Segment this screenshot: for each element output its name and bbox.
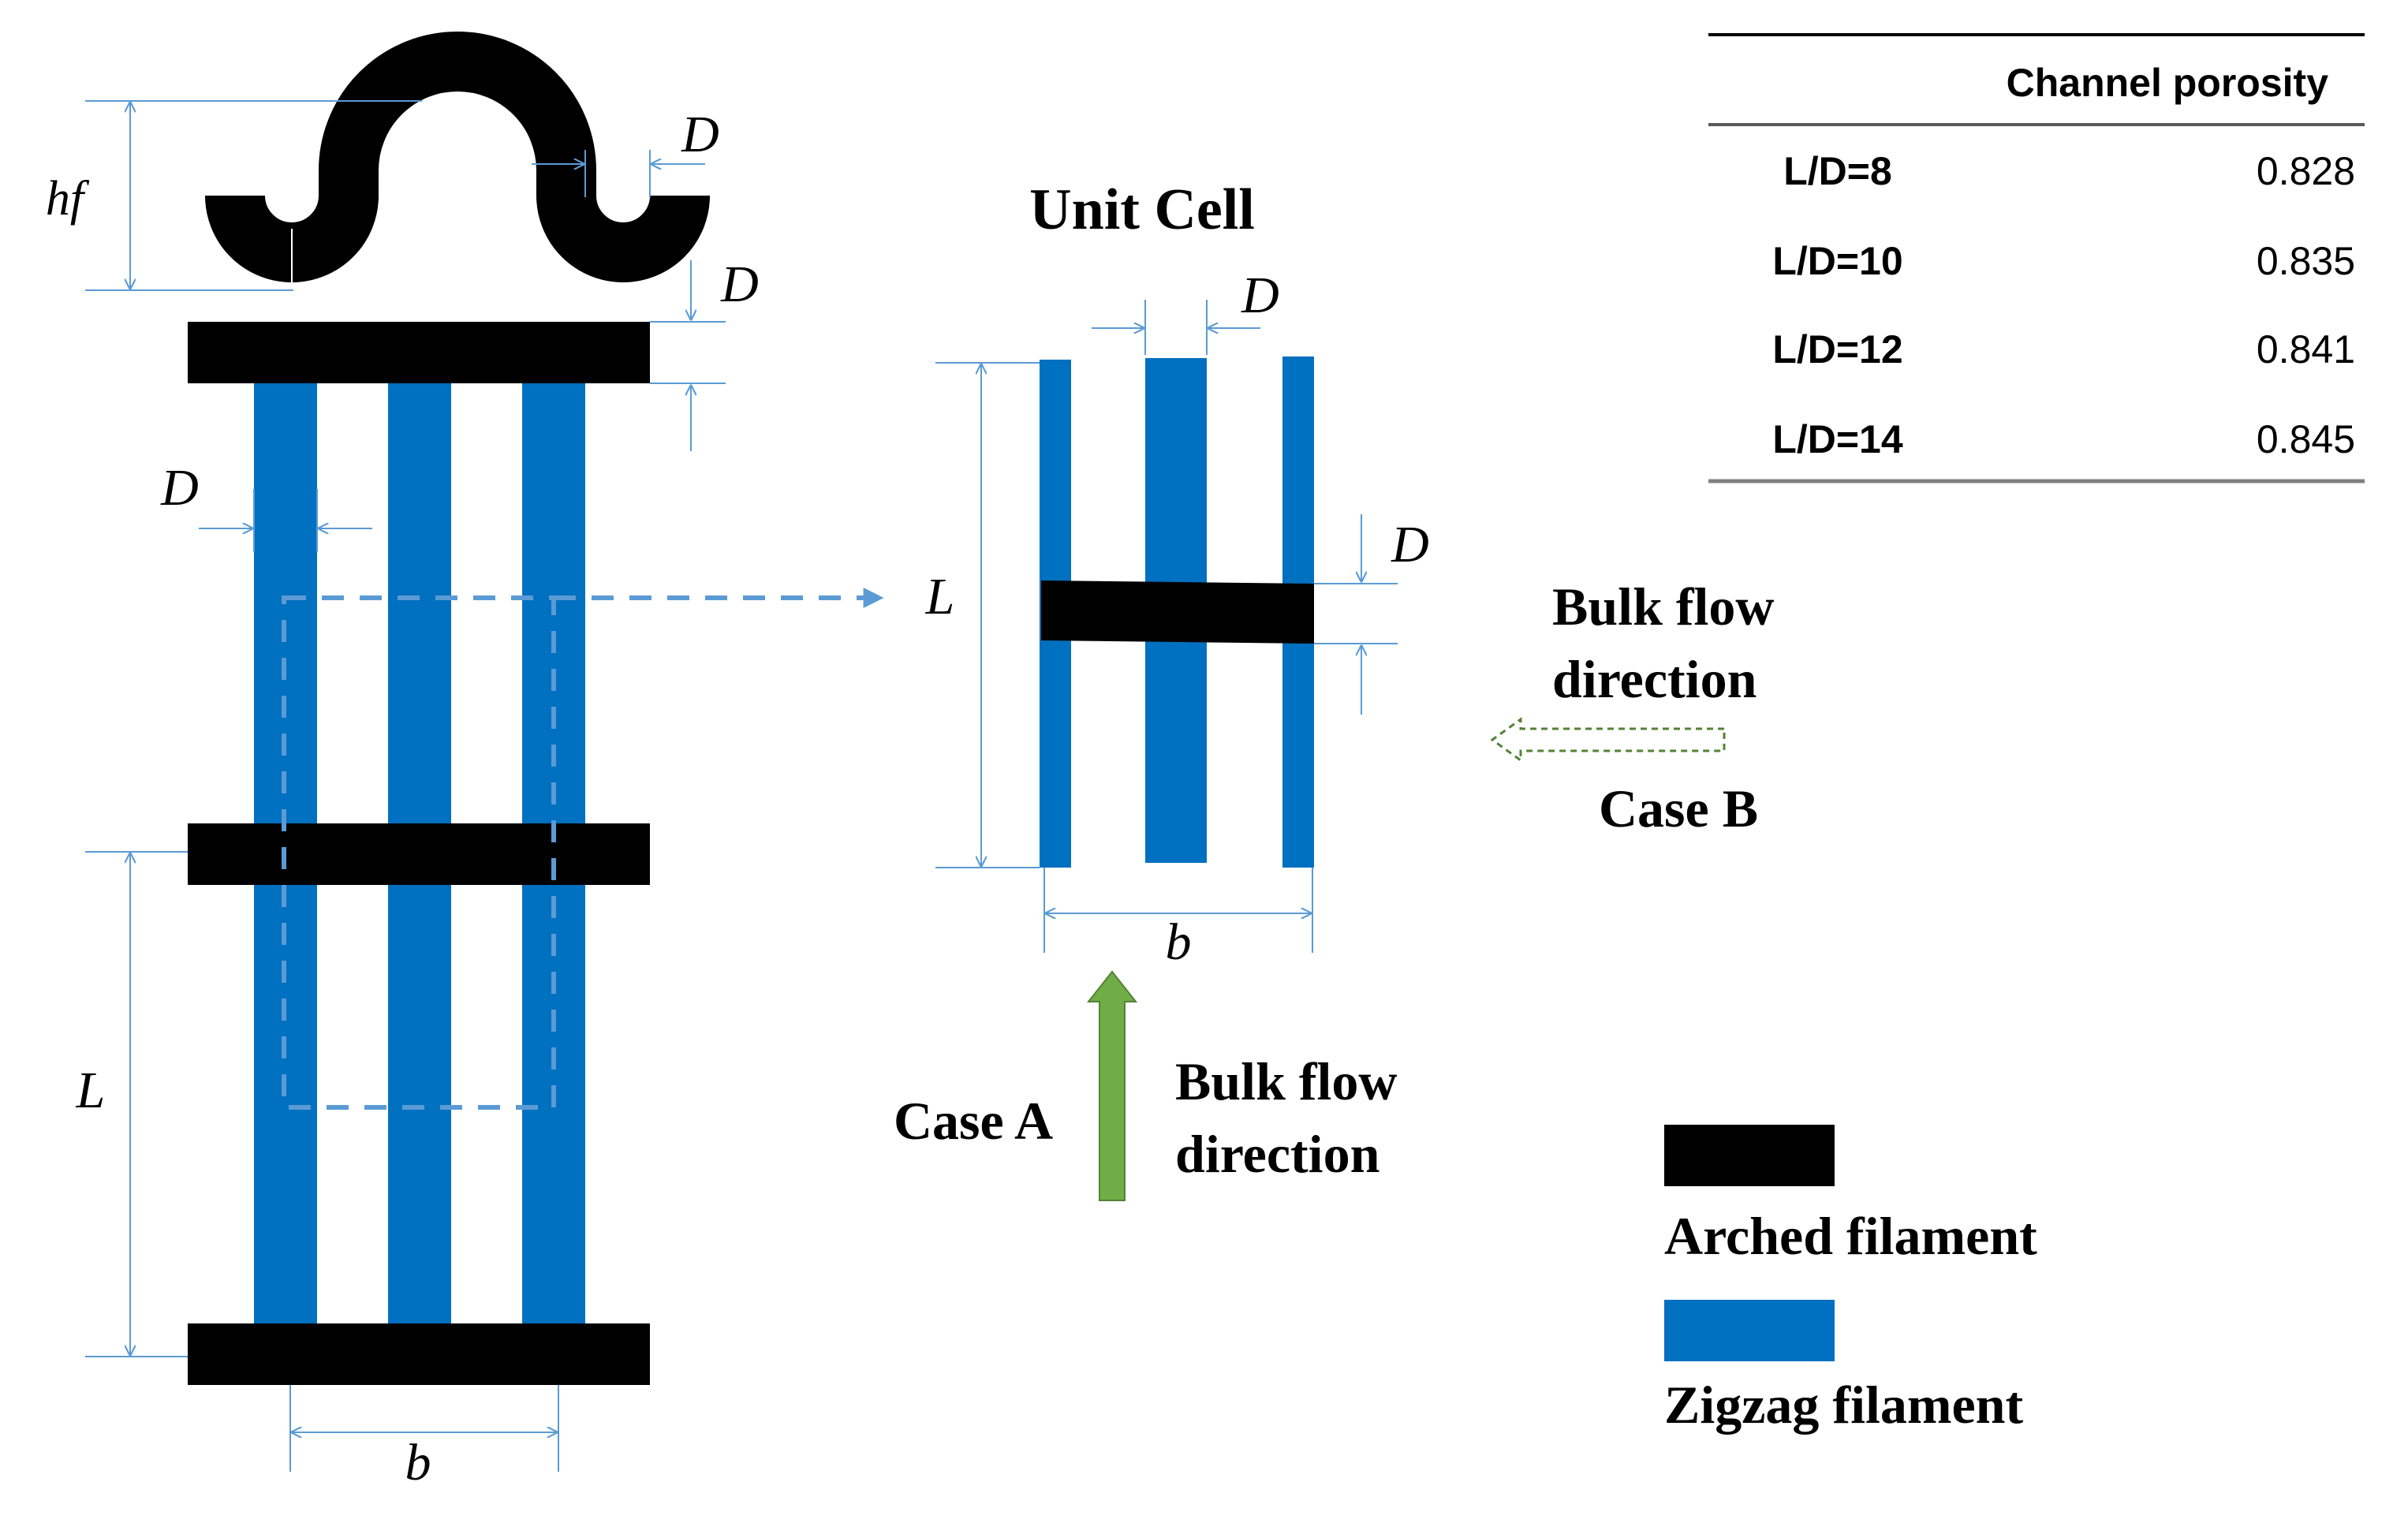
legend-arched-label: Arched filament bbox=[1664, 1206, 2037, 1266]
d-label-left-top: D bbox=[681, 106, 719, 163]
arched-filament-middle bbox=[188, 823, 650, 885]
l-label-left: L bbox=[76, 1062, 106, 1119]
legend-zigzag-swatch bbox=[1664, 1300, 1835, 1361]
case-b-flow-line2: direction bbox=[1552, 649, 1757, 709]
unit-cell-selection-box bbox=[282, 595, 556, 1110]
case-b-flow-line1: Bulk flow bbox=[1552, 577, 1775, 636]
case-b-flow: Bulk flow direction Case B bbox=[1490, 577, 1775, 838]
d-label-left-side: D bbox=[160, 459, 199, 517]
table-row-label: L/D=8 bbox=[1783, 149, 1892, 193]
unit-cell-arched-filament bbox=[1041, 580, 1314, 644]
table-row-label: L/D=10 bbox=[1772, 239, 1902, 283]
legend: Arched filament Zigzag filament bbox=[1664, 1125, 2037, 1435]
d-label-left-mid: D bbox=[720, 256, 759, 313]
table-row-label: L/D=14 bbox=[1772, 417, 1903, 461]
l-label-unit: L bbox=[925, 568, 955, 625]
case-a-flow-line1: Bulk flow bbox=[1175, 1051, 1398, 1111]
d-label-unit-top: D bbox=[1241, 267, 1279, 324]
case-a-flow: Case A Bulk flow direction bbox=[894, 970, 1398, 1201]
legend-zigzag-label: Zigzag filament bbox=[1664, 1375, 2024, 1435]
unit-cell-title: Unit Cell bbox=[1029, 177, 1255, 242]
arched-filament-profile bbox=[205, 32, 710, 282]
left-spacer-diagram: hf D D D L bbox=[46, 32, 884, 1491]
case-a-label: Case A bbox=[894, 1091, 1053, 1151]
hf-label: hf bbox=[46, 172, 90, 226]
case-b-label: Case B bbox=[1599, 778, 1758, 838]
table-header: Channel porosity bbox=[2007, 61, 2329, 105]
arched-filament-top bbox=[188, 322, 650, 383]
case-b-flow-arrow bbox=[1490, 717, 1726, 763]
d-label-unit-right: D bbox=[1391, 516, 1429, 573]
table-row-value: 0.828 bbox=[2257, 149, 2355, 193]
b-label-left: b bbox=[405, 1434, 431, 1491]
porosity-table: Channel porosity L/D=8 0.828 L/D=10 0.83… bbox=[1708, 33, 2365, 483]
arched-filament-bottom bbox=[188, 1323, 650, 1385]
table-row-value: 0.835 bbox=[2257, 239, 2355, 283]
table-row-value: 0.841 bbox=[2257, 327, 2355, 371]
table-row-label: L/D=12 bbox=[1772, 327, 1902, 371]
case-a-flow-arrow bbox=[1086, 970, 1138, 1201]
b-label-unit: b bbox=[1166, 913, 1192, 971]
table-row-value: 0.845 bbox=[2257, 417, 2355, 461]
case-a-flow-line2: direction bbox=[1175, 1124, 1379, 1184]
unit-cell-diagram: Unit Cell D L D b bbox=[925, 177, 1429, 971]
legend-arched-swatch bbox=[1664, 1125, 1835, 1186]
